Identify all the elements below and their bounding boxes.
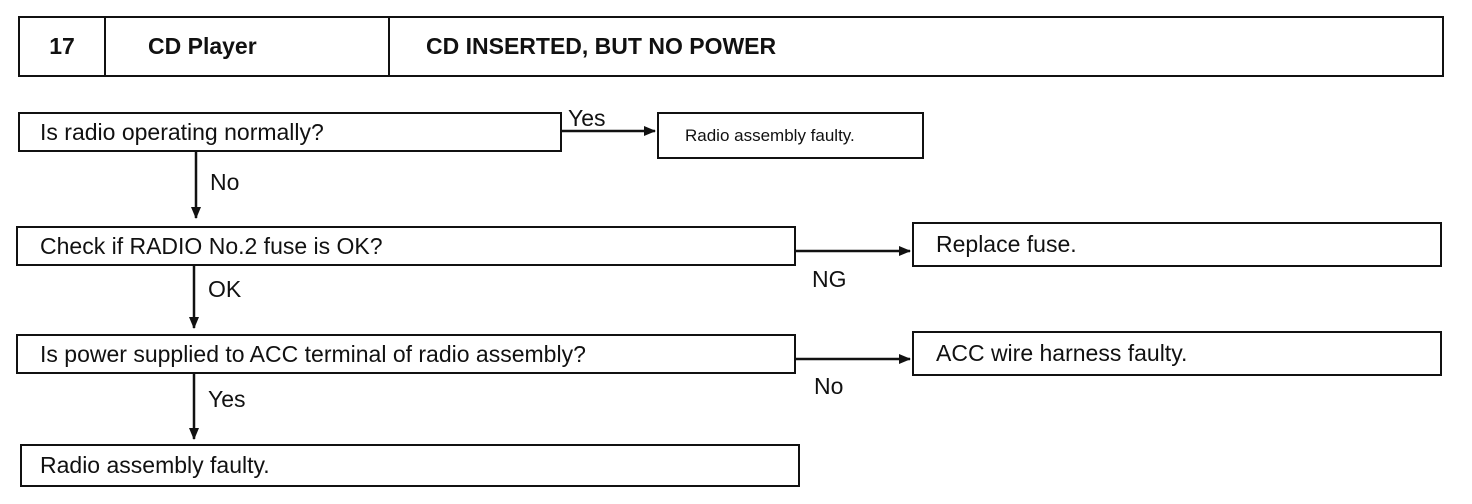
question-radio-operating-text: Is radio operating normally? xyxy=(40,118,324,145)
result-acc-wire-harness-faulty-text: ACC wire harness faulty. xyxy=(936,340,1188,366)
label-q1-yes: Yes xyxy=(568,105,606,131)
header-bar: 17 CD Player CD INSERTED, BUT NO POWER xyxy=(18,16,1444,77)
header-title: CD Player xyxy=(106,18,390,75)
result-radio-assembly-faulty-2: Radio assembly faulty. xyxy=(20,444,800,487)
question-acc-power: Is power supplied to ACC terminal of rad… xyxy=(16,334,796,374)
label-q2-ng: NG xyxy=(812,266,847,292)
question-acc-power-text: Is power supplied to ACC terminal of rad… xyxy=(40,340,586,367)
result-radio-assembly-faulty-1: Radio assembly faulty. xyxy=(657,112,924,159)
label-q1-no: No xyxy=(210,169,240,195)
header-description: CD INSERTED, BUT NO POWER xyxy=(426,33,777,59)
question-radio-operating: Is radio operating normally? xyxy=(18,112,562,152)
result-radio-assembly-faulty-2-text: Radio assembly faulty. xyxy=(40,452,270,478)
label-q3-no: No xyxy=(814,373,844,399)
question-fuse-check: Check if RADIO No.2 fuse is OK? xyxy=(16,226,796,266)
result-replace-fuse-text: Replace fuse. xyxy=(936,231,1077,257)
result-acc-wire-harness-faulty: ACC wire harness faulty. xyxy=(912,331,1442,376)
label-q3-yes: Yes xyxy=(208,386,246,412)
question-fuse-check-text: Check if RADIO No.2 fuse is OK? xyxy=(40,232,383,259)
result-replace-fuse: Replace fuse. xyxy=(912,222,1442,267)
header-number: 17 xyxy=(20,18,106,75)
label-q2-ok: OK xyxy=(208,276,242,302)
result-radio-assembly-faulty-1-text: Radio assembly faulty. xyxy=(685,125,855,145)
